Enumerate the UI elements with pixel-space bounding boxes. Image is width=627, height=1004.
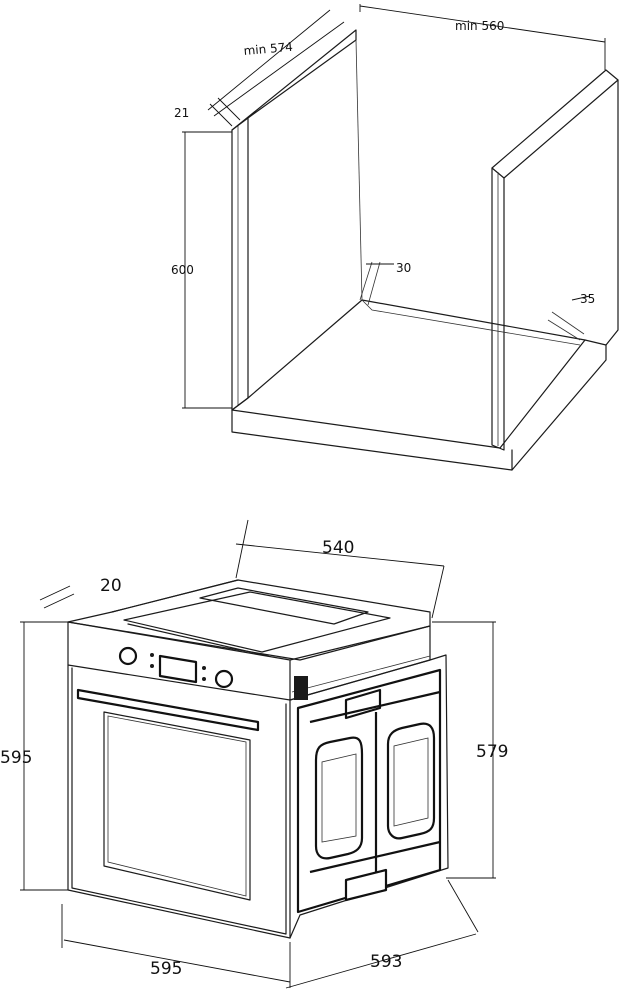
width-min-label: min 560 xyxy=(455,19,504,33)
front-height-label: 595 xyxy=(0,748,32,768)
side-embossing-right xyxy=(386,722,436,840)
door-window xyxy=(103,711,251,901)
depth-min-label: min 574 xyxy=(243,40,293,58)
cabinet-dimension-lines xyxy=(182,4,606,409)
oven-dimension-lines xyxy=(20,519,496,989)
door-handle xyxy=(76,688,260,732)
front-width-label: 595 xyxy=(150,959,182,979)
body-height-label: 579 xyxy=(476,742,508,762)
vent-grille xyxy=(294,676,308,700)
cabinet-niche xyxy=(231,29,619,471)
right-knob-icon xyxy=(214,669,234,689)
side-gap-label: 35 xyxy=(580,292,595,306)
display-panel xyxy=(158,654,198,684)
oven-labels: 540 20 595 579 595 593 xyxy=(0,538,508,979)
left-knob-icon xyxy=(118,646,138,666)
body-depth-label: 540 xyxy=(322,538,354,558)
side-embossing-left xyxy=(314,736,364,860)
body-width-label: 593 xyxy=(370,952,402,972)
oven xyxy=(67,579,449,939)
back-gap-label: 30 xyxy=(396,261,411,275)
thickness-label: 21 xyxy=(174,106,189,120)
cabinet-labels: min 574 min 560 21 600 30 35 xyxy=(171,19,595,306)
panel-thickness-label: 20 xyxy=(100,576,122,596)
height-label: 600 xyxy=(171,263,194,277)
